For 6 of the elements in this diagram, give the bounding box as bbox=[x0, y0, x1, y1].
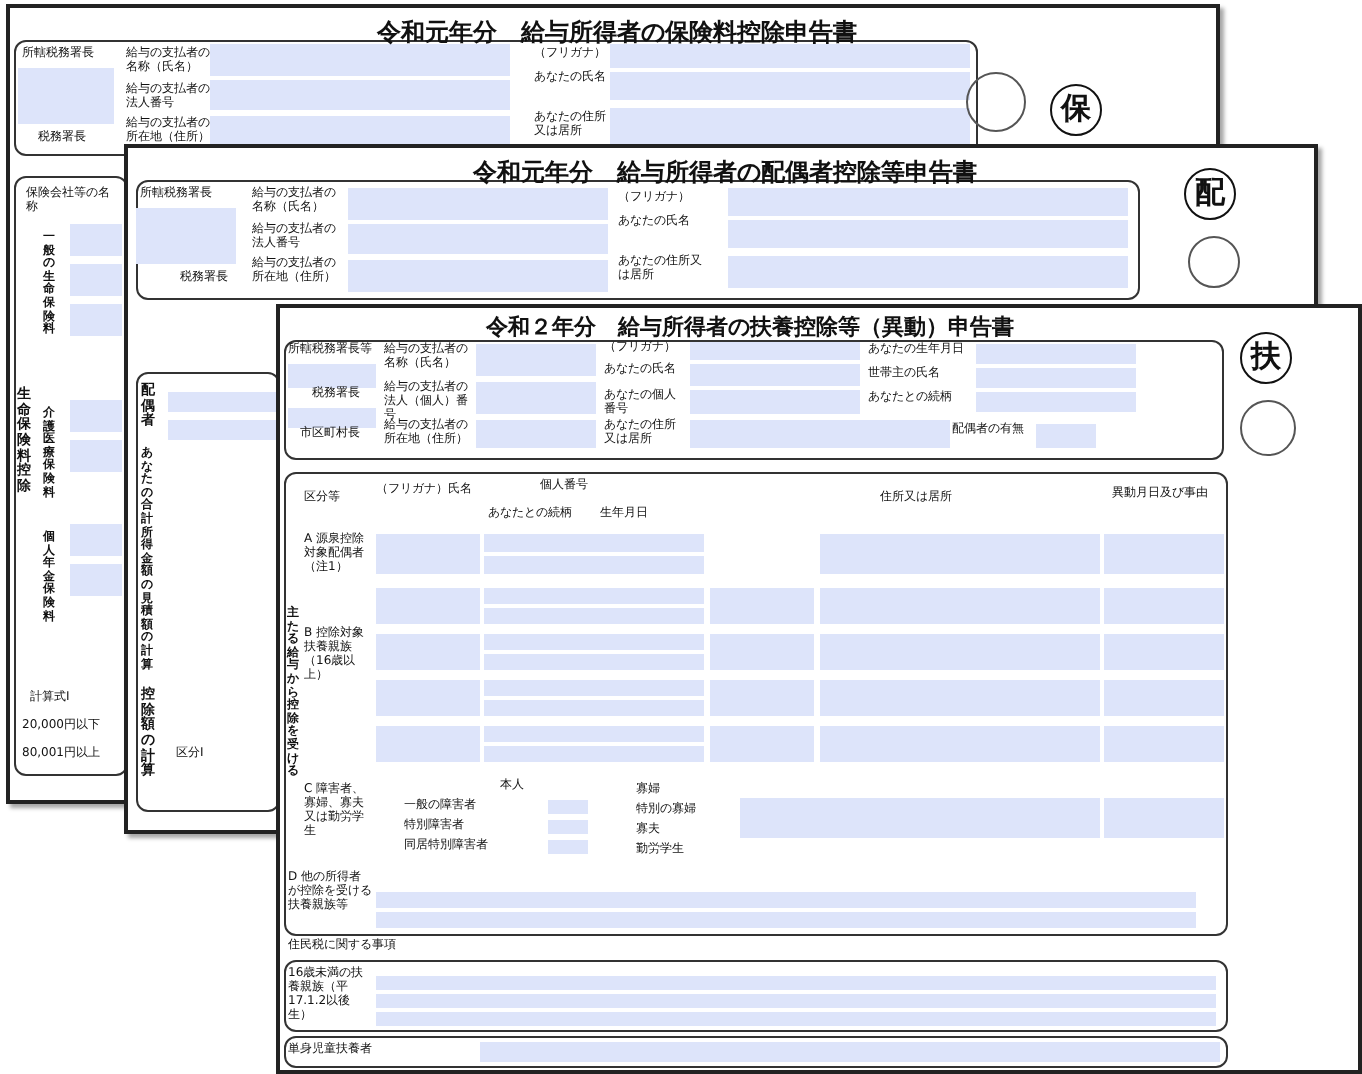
form-mark: 扶 bbox=[1240, 332, 1292, 384]
form-title: 令和２年分 給与所得者の扶養控除等（異動）申告書 bbox=[484, 316, 1016, 341]
form-title: 令和元年分 給与所得者の配偶者控除等申告書 bbox=[471, 160, 979, 188]
form-mark: 保 bbox=[1050, 84, 1102, 136]
form-mark: 配 bbox=[1184, 168, 1236, 220]
form-title: 令和元年分 給与所得者の保険料控除申告書 bbox=[375, 20, 859, 47]
